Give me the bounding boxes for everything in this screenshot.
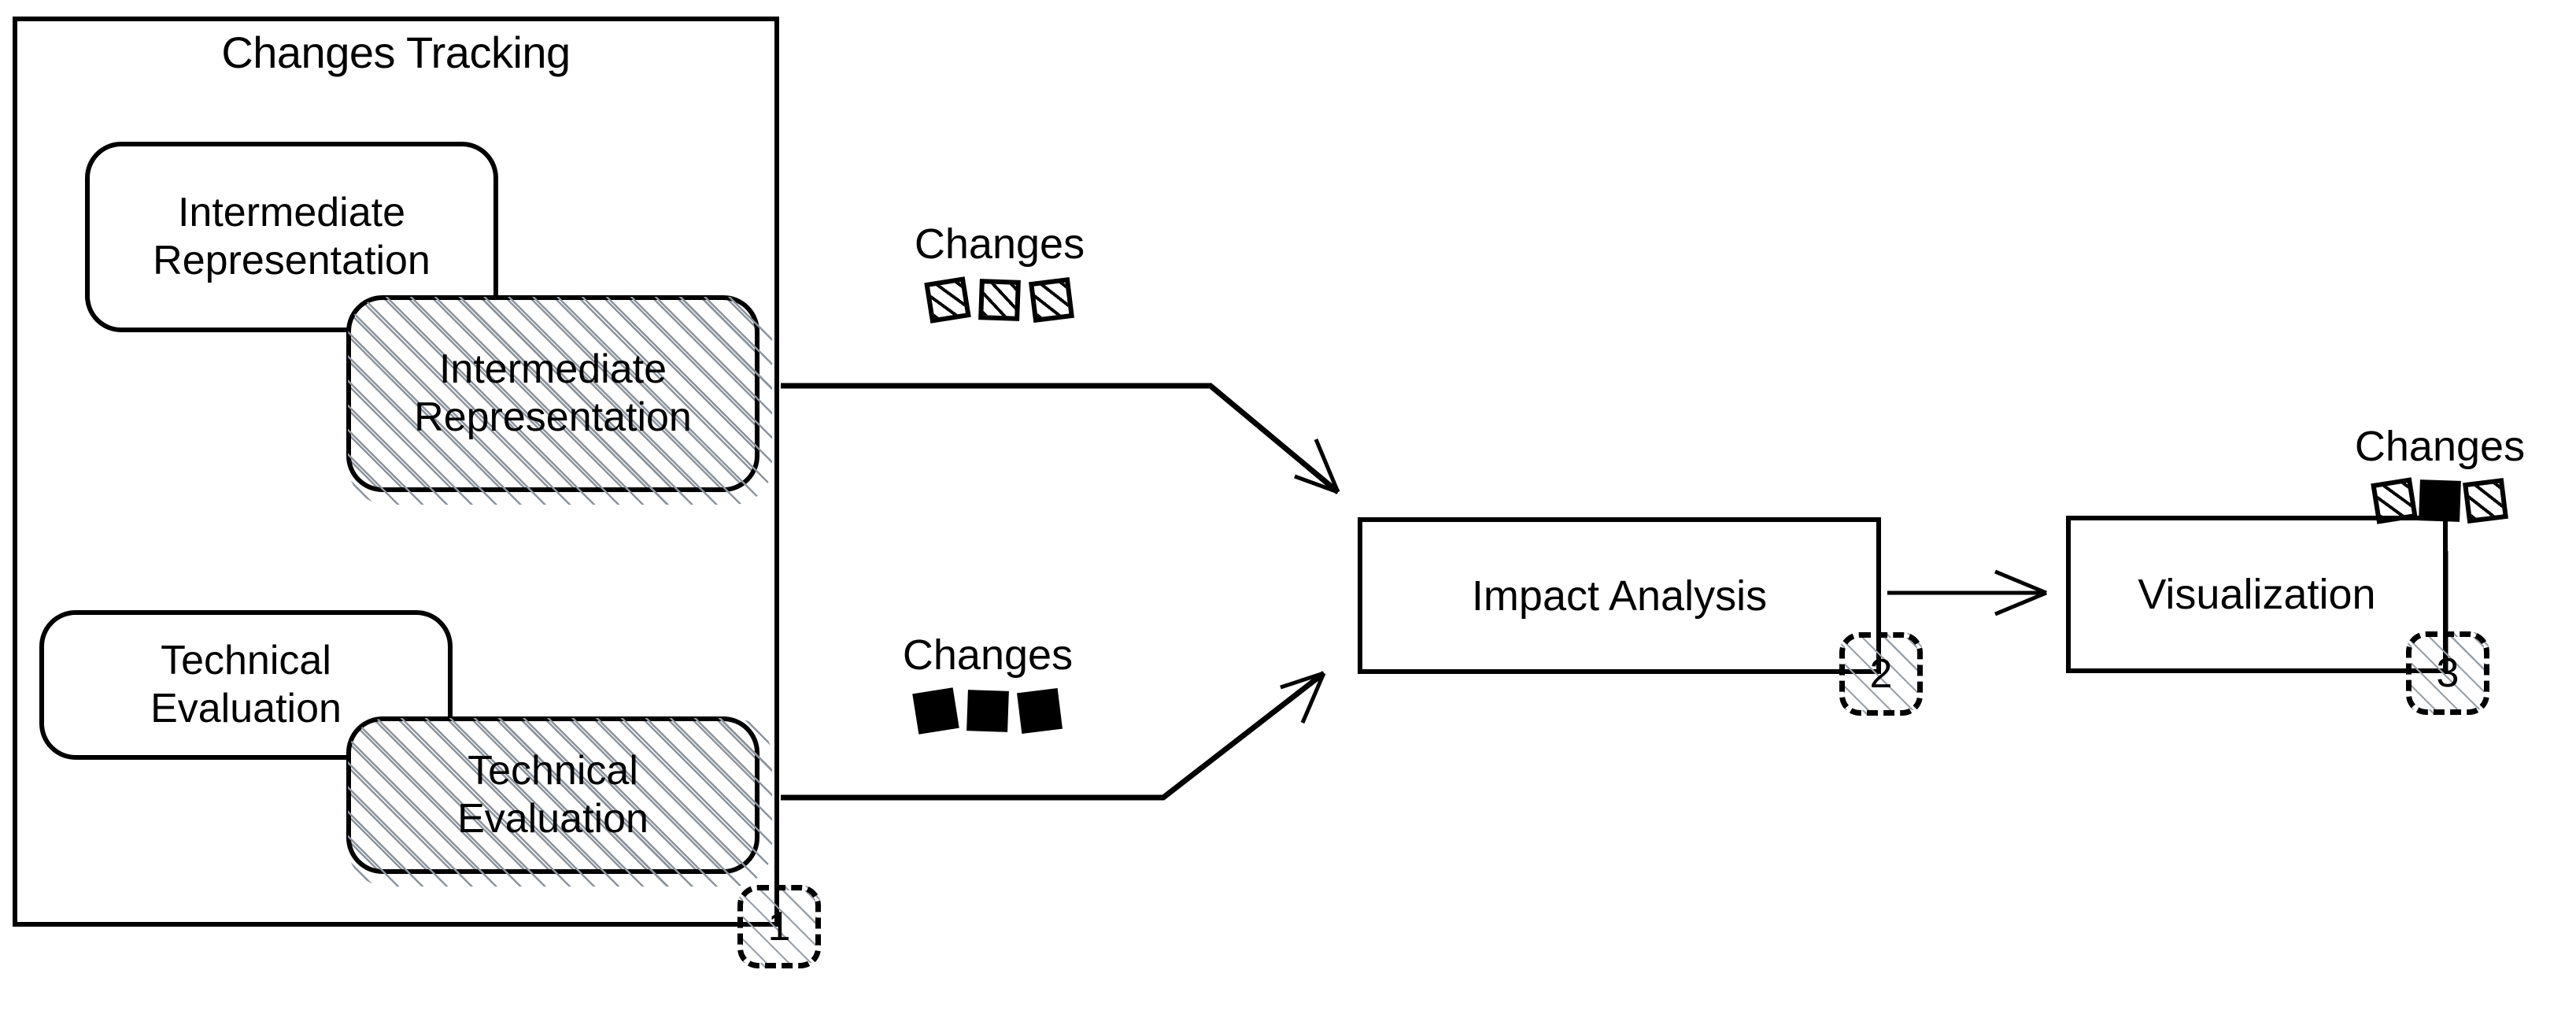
visualization-box[interactable]: Visualization xyxy=(2066,516,2448,673)
connector-impact-to-visualization-arrowhead xyxy=(1994,569,2047,616)
changes-chip-row xyxy=(862,276,1137,324)
change-chip-hatched-icon xyxy=(2371,477,2418,524)
connector-te-arrowhead xyxy=(1280,671,1326,724)
connector-ir-arrowhead xyxy=(1294,439,1340,494)
technical-evaluation-original-label: Technical Evaluation xyxy=(150,637,342,731)
connector-ir-to-impact xyxy=(781,383,1340,494)
step-badge-1[interactable]: 1 xyxy=(737,885,821,968)
changes-intermediate-representation-group: Changes xyxy=(862,220,1137,324)
step-badge-3[interactable]: 3 xyxy=(2406,631,2489,715)
changes-label: Changes xyxy=(914,220,1085,268)
change-chip-hatched-icon xyxy=(1029,277,1074,323)
intermediate-representation-original-box[interactable]: Intermediate Representation xyxy=(85,142,498,332)
change-chip-hatched-icon xyxy=(978,279,1021,321)
changes-tracking-title: Changes Tracking xyxy=(221,28,571,77)
change-chip-hatched-icon xyxy=(924,276,971,324)
intermediate-representation-modified-label: Intermediate Representation xyxy=(414,346,692,440)
step-badge-1-value: 1 xyxy=(767,904,791,950)
impact-analysis-label: Impact Analysis xyxy=(1471,572,1768,620)
change-chip-hatched-icon xyxy=(2463,478,2508,524)
changes-tracking-container xyxy=(13,17,779,927)
intermediate-representation-original-label: Intermediate Representation xyxy=(153,189,431,283)
changes-chip-row xyxy=(850,687,1125,735)
technical-evaluation-modified-box[interactable]: Technical Evaluation xyxy=(346,716,772,887)
changes-visualization-group: Changes xyxy=(2306,423,2574,524)
change-chip-solid-icon xyxy=(2419,479,2461,522)
changes-technical-evaluation-group: Changes xyxy=(850,631,1125,735)
visualization-label: Visualization xyxy=(2138,571,2376,618)
changes-label: Changes xyxy=(902,631,1074,679)
step-badge-3-value: 3 xyxy=(2436,650,2460,696)
impact-analysis-box[interactable]: Impact Analysis xyxy=(1358,517,1881,674)
change-chip-solid-icon xyxy=(1017,688,1063,734)
changes-chip-row xyxy=(2306,477,2574,524)
step-badge-2[interactable]: 2 xyxy=(1839,632,1923,716)
intermediate-representation-modified-box[interactable]: Intermediate Representation xyxy=(346,295,772,505)
changes-label: Changes xyxy=(2354,423,2526,470)
change-chip-solid-icon xyxy=(966,690,1009,732)
change-chip-solid-icon xyxy=(912,687,959,735)
step-badge-2-value: 2 xyxy=(1869,651,1893,697)
technical-evaluation-modified-label: Technical Evaluation xyxy=(457,747,649,842)
